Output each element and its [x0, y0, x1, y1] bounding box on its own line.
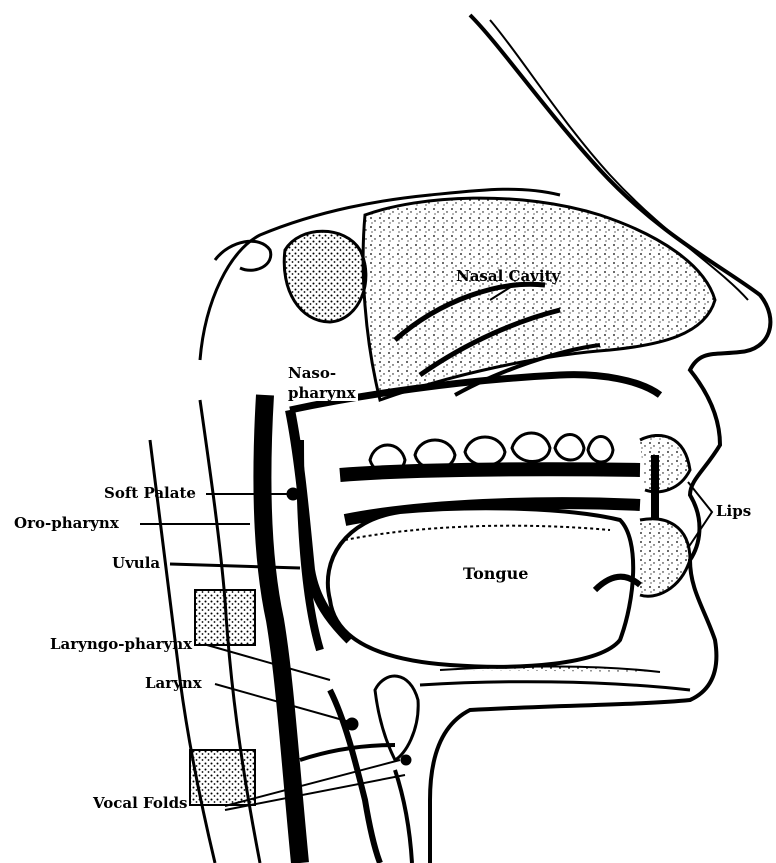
jaw-line — [420, 682, 690, 690]
label-oropharynx: Oro-pharynx — [14, 516, 119, 531]
label-nasopharynx-line2: pharynx — [286, 386, 358, 401]
label-laryngopharynx: Laryngo-pharynx — [50, 637, 192, 652]
label-vocal-folds: Vocal Folds — [93, 796, 188, 811]
label-lips: Lips — [716, 504, 751, 519]
label-larynx: Larynx — [145, 676, 202, 691]
label-tongue: Tongue — [463, 566, 528, 582]
lower-lip — [640, 519, 690, 596]
label-uvula: Uvula — [112, 556, 160, 571]
tongue-body — [328, 508, 633, 666]
label-soft-palate: Soft Palate — [104, 486, 196, 501]
label-nasal-cavity: Nasal Cavity — [456, 269, 560, 284]
sinus-oval — [284, 231, 366, 322]
label-nasopharynx-line1: Naso- — [286, 366, 338, 381]
epiglottis — [375, 676, 418, 760]
upper-lip — [640, 435, 690, 491]
